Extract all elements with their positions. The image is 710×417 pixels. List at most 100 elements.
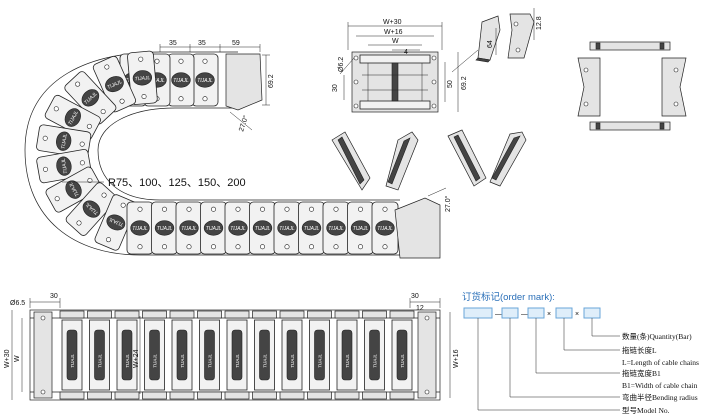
center-divider — [391, 62, 399, 102]
svg-text:TIJAJL: TIJAJL — [61, 158, 70, 175]
chain-inner-edge — [97, 107, 400, 201]
angle-label-lower: 27.0° — [444, 195, 452, 212]
bottom-straight-view: TIJAJL TIJAJL TIJAJL TIJAJL TIJAJL TIJAJL TIJA… — [4, 293, 460, 401]
height-right-1-label: 50 — [447, 80, 454, 88]
order-box-radius — [501, 307, 519, 319]
single-link-detail: 12.8 64 — [475, 8, 543, 63]
chain-link: TIJAJL — [191, 53, 219, 107]
pitch-3-label: 59 — [232, 40, 240, 47]
end-bracket-lower — [394, 197, 441, 259]
order-mark: 订货标记(order mark): — — × × 数量(条)Quantity(… — [462, 291, 699, 415]
order-label-length-cn: 拖链长度L — [622, 345, 657, 355]
svg-text:TIJAJL: TIJAJL — [125, 353, 130, 368]
order-sep-3: × — [547, 311, 551, 318]
svg-text:TIJAJL: TIJAJL — [318, 353, 323, 368]
order-label-length-en: L=Length of cable chains — [622, 358, 699, 367]
straight-view-link: TIJAJL — [224, 310, 250, 400]
svg-text:TIJAJL: TIJAJL — [328, 226, 344, 232]
chain-link: TIJAJL — [167, 53, 195, 107]
width-mid-label: W+16 — [384, 29, 403, 36]
end-bracket-top — [225, 53, 263, 111]
detail-leader — [451, 49, 479, 73]
chain-link: TIJAJL — [273, 201, 301, 255]
svg-text:TIJAJL: TIJAJL — [108, 216, 125, 228]
straight-view-link: TIJAJL — [142, 310, 167, 400]
chain-link: TIJAJL — [224, 201, 252, 255]
straight-view-link: TIJAJL — [334, 310, 360, 400]
straight-view-link: TIJAJL — [197, 310, 222, 400]
chain-link: TIJAJL — [65, 182, 118, 236]
svg-text:TIJAJL: TIJAJL — [181, 226, 197, 232]
svg-text:TIJAJL: TIJAJL — [263, 353, 268, 368]
chain-link: TIJAJL — [175, 201, 203, 255]
svg-text:TIJAJL: TIJAJL — [255, 226, 271, 232]
svg-text:TIJAJL: TIJAJL — [132, 226, 148, 232]
link-dim-1-label: 64 — [487, 40, 494, 48]
svg-text:TIJAJL: TIJAJL — [149, 78, 165, 84]
chain-link: TIJAJL — [249, 201, 276, 255]
order-title: 订货标记(order mark): — [462, 291, 555, 303]
order-label-quantity: 数量(条)Quantity(Bar) — [622, 331, 692, 341]
chain-link: TIJAJL — [298, 201, 325, 255]
bottom-view-links: TIJAJL TIJAJL TIJAJL TIJAJL TIJAJL TIJAJL TIJA… — [59, 310, 415, 400]
svg-text:TIJAJL: TIJAJL — [157, 226, 173, 232]
straight-view-link: TIJAJL — [59, 310, 85, 400]
bottom-width-inner-label: W — [14, 355, 21, 362]
bottom-width-mid-label: W+24 — [133, 349, 140, 368]
svg-text:TIJAJL: TIJAJL — [107, 79, 124, 91]
height-left-label: 30 — [332, 84, 339, 92]
chain-link: TIJAJL — [92, 55, 137, 113]
svg-text:TIJAJL: TIJAJL — [180, 353, 185, 368]
straight-view-link: TIJAJL — [279, 310, 305, 400]
svg-text:TIJAJL: TIJAJL — [60, 133, 68, 150]
svg-text:TIJAJL: TIJAJL — [153, 353, 158, 368]
order-label-radius: 弯曲半径Bending radius — [622, 392, 698, 402]
left-end-plate — [33, 311, 53, 399]
top-crossbar — [589, 41, 671, 51]
order-label-width-cn: 拖链宽度B1 — [622, 368, 661, 378]
order-sep-4: × — [575, 311, 579, 318]
bottom-width-outer-label: W+30 — [4, 349, 11, 368]
svg-text:TIJAJL: TIJAJL — [235, 353, 240, 368]
order-box-length — [555, 307, 573, 319]
bottom-hole-label: Ø6.5 — [10, 300, 25, 307]
svg-text:TIJAJL: TIJAJL — [353, 226, 369, 232]
link-side-plate — [507, 13, 535, 59]
order-sep-1: — — [495, 311, 502, 318]
chain-link: TIJAJL — [64, 71, 117, 125]
bottom-left-top-dim: 30 — [50, 293, 58, 300]
radius-label: R75、100、125、150、200 — [108, 177, 246, 189]
svg-text:TIJAJL: TIJAJL — [373, 353, 378, 368]
right-side-plate — [661, 57, 687, 117]
straight-view-link: TIJAJL — [169, 310, 195, 400]
straight-view-link: TIJAJL — [389, 310, 415, 400]
chain-link: TIJAJL — [45, 166, 102, 213]
chain-link: TIJAJL — [44, 94, 101, 141]
svg-text:TIJAJL: TIJAJL — [70, 353, 75, 368]
order-box-width — [527, 307, 545, 319]
chain-link: TIJAJL — [151, 201, 178, 255]
order-box-model — [463, 307, 493, 319]
width-outer-label: W+30 — [383, 19, 402, 26]
svg-text:TIJAJL: TIJAJL — [290, 353, 295, 368]
svg-text:TIJAJL: TIJAJL — [304, 226, 320, 232]
straight-view-link: TIJAJL — [307, 310, 332, 400]
svg-text:TIJAJL: TIJAJL — [345, 353, 350, 368]
chain-link: TIJAJL — [127, 50, 158, 105]
svg-text:TIJAJL: TIJAJL — [98, 353, 103, 368]
svg-text:TIJAJL: TIJAJL — [134, 75, 150, 82]
order-label-model: 型号Model No. — [622, 406, 670, 415]
svg-text:TIJAJL: TIJAJL — [173, 78, 189, 84]
svg-text:TIJAJL: TIJAJL — [208, 353, 213, 368]
pitch-1-label: 35 — [169, 40, 177, 47]
svg-text:TIJAJL: TIJAJL — [279, 226, 295, 232]
pitch-2-label: 35 — [198, 40, 206, 47]
link-dim-2-label: 12.8 — [536, 16, 543, 30]
svg-text:TIJAJL: TIJAJL — [377, 226, 393, 232]
straight-view-link: TIJAJL — [114, 310, 140, 400]
width-inner-label: W — [392, 38, 399, 45]
height-right-2-label: 69.2 — [461, 76, 468, 90]
exploded-parts — [577, 41, 687, 131]
